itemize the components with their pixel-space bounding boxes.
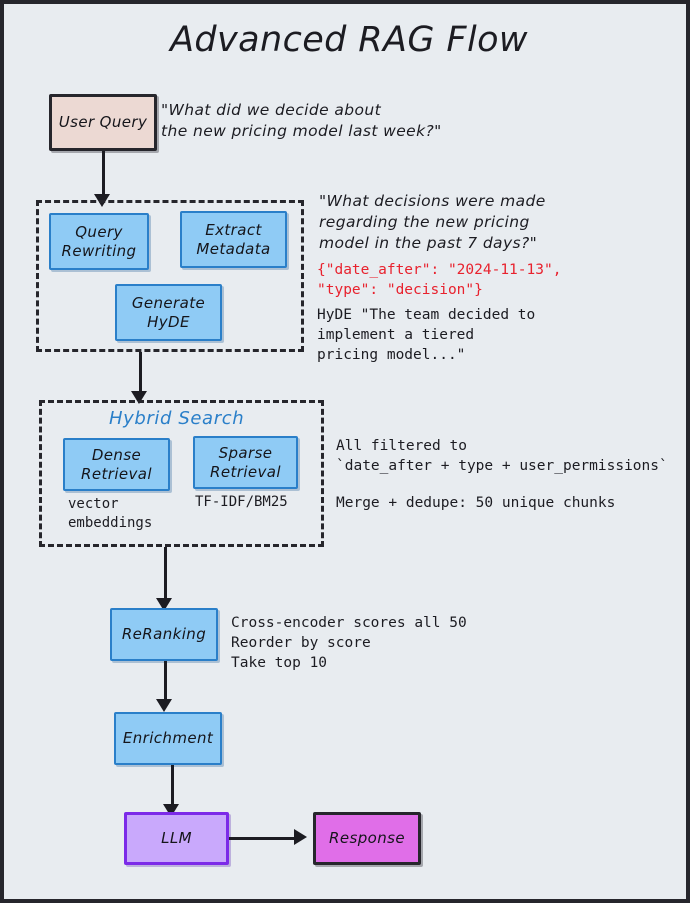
arrowhead-reranking-enrichment [156, 699, 172, 712]
sublabel-sparse-retrieval: TF-IDF/BM25 [195, 494, 288, 510]
connector-userquery-preprocess [102, 151, 105, 201]
annotation-user-query-text: "What did we decide about the new pricin… [161, 101, 442, 140]
annotation-filter-note: All filtered to `date_after + type + use… [336, 438, 668, 474]
connector-enrichment-llm [171, 765, 174, 813]
connector-preprocess-hybrid [139, 352, 142, 399]
node-enrichment[interactable]: Enrichment [114, 712, 222, 765]
node-generate-hyde[interactable]: Generate HyDE [115, 284, 222, 341]
node-query-rewriting[interactable]: Query Rewriting [49, 213, 149, 270]
annotation-extracted-filters: {"date_after": "2024-11-13", "type": "de… [317, 262, 562, 298]
arrowhead-llm-response [294, 829, 307, 845]
node-sparse-retrieval[interactable]: Sparse Retrieval [193, 436, 298, 489]
node-response[interactable]: Response [313, 812, 421, 865]
annotation-rewritten-query: "What decisions were made regarding the … [319, 192, 546, 252]
annotation-merge-note: Merge + dedupe: 50 unique chunks [336, 495, 616, 511]
node-reranking[interactable]: ReRanking [110, 608, 218, 661]
node-extract-metadata[interactable]: Extract Metadata [180, 211, 287, 268]
annotation-rerank-note: Cross-encoder scores all 50 Reorder by s… [231, 615, 467, 671]
group-title-hybrid-search: Hybrid Search [109, 408, 245, 429]
connector-reranking-enrichment [164, 661, 167, 706]
group-preprocess [36, 200, 304, 352]
node-user-query[interactable]: User Query [49, 94, 157, 151]
page-title: Advanced RAG Flow [170, 20, 528, 60]
sublabel-dense-retrieval: vector embeddings [68, 496, 153, 531]
node-dense-retrieval[interactable]: Dense Retrieval [63, 438, 170, 491]
connector-llm-response [229, 837, 297, 840]
group-hybrid-search [39, 400, 324, 547]
annotation-hyde-text: HyDE "The team decided to implement a ti… [317, 307, 536, 363]
arrowhead-hybrid-reranking [156, 598, 172, 611]
node-llm[interactable]: LLM [124, 812, 229, 865]
connector-hybrid-reranking [164, 547, 167, 605]
